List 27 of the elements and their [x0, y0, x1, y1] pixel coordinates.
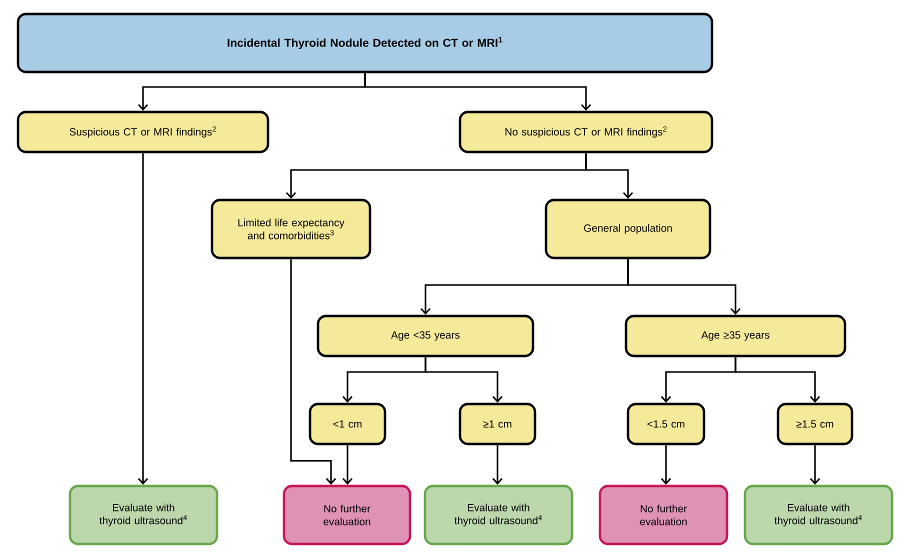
arrow	[342, 445, 353, 485]
outcome-box: No further evaluation	[282, 484, 412, 546]
outcome-box: Evaluate with thyroid ultrasound$^{4}$	[68, 484, 218, 546]
outcome-box: Evaluate with thyroid ultrasound$^{4}$	[424, 484, 574, 546]
process-box: <1 cm	[308, 402, 386, 446]
start-box: Incidental Thyroid Nodule Detected on CT or MRI$^{1}$	[16, 12, 714, 74]
process-box: No suspicious CT or MRI findings$^{2}$	[458, 110, 714, 154]
process-box: ≥1.5 cm	[776, 402, 854, 446]
process-box: ≥1 cm	[458, 402, 536, 446]
process-box: Suspicious CT or MRI findings$^{2}$	[16, 110, 270, 154]
arrow	[138, 153, 148, 485]
process-box: General population	[544, 198, 712, 260]
arrow	[364, 73, 592, 111]
arrow	[424, 357, 503, 403]
process-box: Age ≥35 years	[624, 314, 846, 358]
arrow	[734, 357, 820, 403]
arrow	[810, 445, 820, 485]
arrow	[585, 153, 634, 199]
process-box: Age <35 years	[316, 314, 534, 358]
process-box: Limited life expectancy and comorbidities$^{3}$	[210, 198, 372, 260]
process-box: <1.5 cm	[626, 402, 706, 446]
outcome-box: No further evaluation	[598, 484, 728, 546]
arrow	[660, 445, 672, 485]
arrow	[492, 445, 503, 485]
arrow	[627, 259, 741, 315]
arrow	[290, 259, 336, 485]
outcome-box: Evaluate with thyroid ultrasound$^{4}$	[744, 484, 894, 546]
